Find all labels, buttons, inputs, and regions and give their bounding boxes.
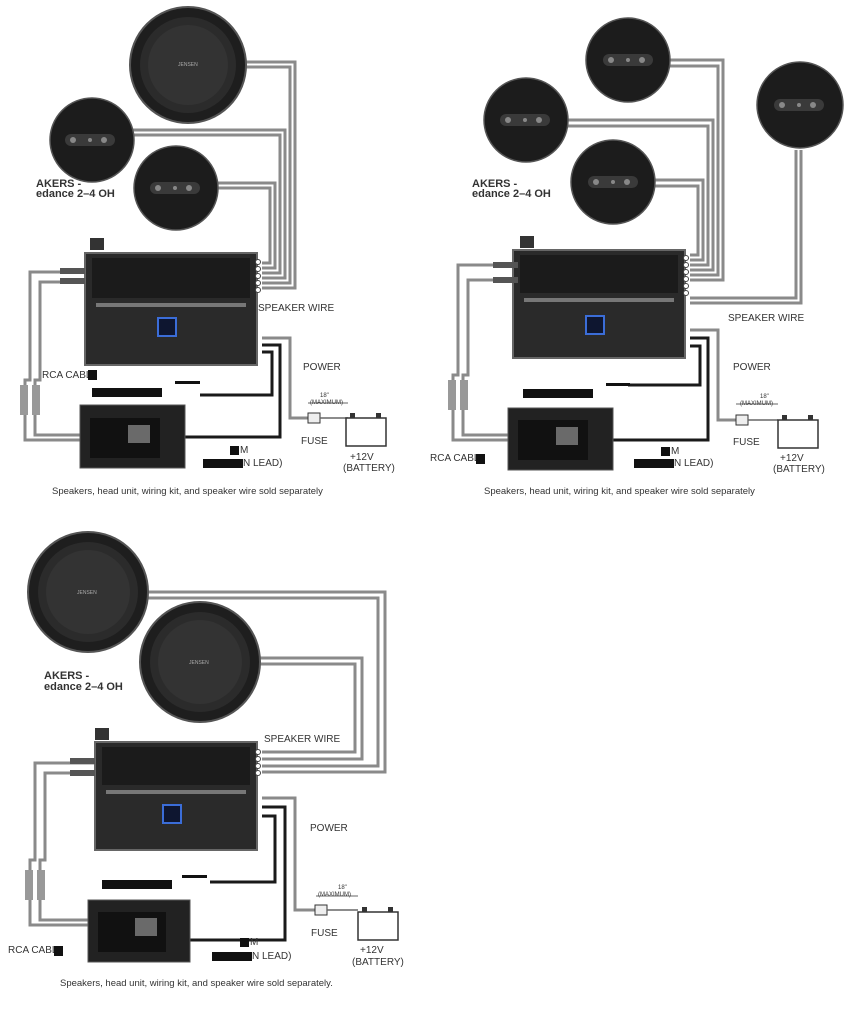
- max-length-3: 18": [338, 885, 347, 891]
- diagram-1-graphics: [20, 6, 387, 469]
- diagram-2-graphics: [448, 17, 844, 471]
- speaker-header-3: AKERS -: [44, 670, 90, 682]
- battery-voltage-2: +12V: [780, 453, 804, 464]
- wiring-diagram-1: AKERS - edance 2–4 OH JENSEN SPEAKER WIR…: [0, 0, 420, 505]
- diagram-3-graphics: [25, 531, 399, 963]
- battery-voltage-1: +12V: [350, 452, 374, 463]
- speaker-1c: [133, 145, 219, 231]
- head-unit-2: [507, 407, 614, 471]
- wiring-diagram-3: AKERS - edance 2–4 OH JENSEN JENSEN SPEA…: [0, 530, 420, 1014]
- amplifier-1: [84, 252, 261, 366]
- speaker-wire-label-3: SPEAKER WIRE: [264, 734, 341, 745]
- head-unit-1: [79, 404, 186, 469]
- redaction: [54, 946, 63, 956]
- amplifier-2: [512, 249, 689, 359]
- redaction: [606, 383, 630, 386]
- battery-label-2: (BATTERY): [773, 464, 825, 475]
- power-label-1: POWER: [303, 362, 341, 373]
- speaker-2b: [483, 77, 569, 163]
- speaker-wire-label-2: SPEAKER WIRE: [728, 313, 805, 324]
- redaction: [88, 370, 97, 380]
- redaction: [92, 388, 162, 397]
- speaker-2a: [585, 17, 671, 103]
- power-label-2: POWER: [733, 362, 771, 373]
- redaction: [230, 446, 239, 455]
- head-unit-3: [87, 899, 191, 963]
- speaker-1b: [49, 97, 135, 183]
- battery-label-1: (BATTERY): [343, 463, 395, 474]
- speaker-brand-3a: JENSEN: [77, 590, 97, 596]
- remote-label-bottom-1: N LEAD): [243, 458, 283, 469]
- redaction: [240, 938, 249, 947]
- subwoofer-3b: [139, 601, 261, 723]
- remote-label-top-2: M: [671, 446, 680, 457]
- speaker-brand-1: JENSEN: [178, 62, 198, 68]
- rca-cable-label-2: RCA CABL: [430, 453, 480, 464]
- max-label-1: (MAXIMUM): [310, 400, 343, 406]
- fuse-label-1: FUSE: [301, 436, 328, 447]
- rca-cable-label-3: RCA CABL: [8, 945, 58, 956]
- speaker-2c: [570, 139, 656, 225]
- remote-label-bottom-2: N LEAD): [674, 458, 714, 469]
- max-label-3: (MAXIMUM): [318, 892, 351, 898]
- battery-2: [777, 415, 819, 449]
- speaker-impedance-1: edance 2–4 OH: [36, 188, 115, 200]
- power-label-3: POWER: [310, 823, 348, 834]
- remote-label-bottom-3: N LEAD): [252, 951, 292, 962]
- speaker-brand-3b: JENSEN: [189, 660, 209, 666]
- redaction: [661, 447, 670, 456]
- redaction: [476, 454, 485, 464]
- caption-1: Speakers, head unit, wiring kit, and spe…: [52, 486, 323, 497]
- wiring-diagram-2: AKERS - edance 2–4 OH SPEAKER WIRE POWER…: [428, 0, 849, 505]
- battery-voltage-3: +12V: [360, 945, 384, 956]
- max-length-2: 18": [760, 394, 769, 400]
- fuse-3: [314, 904, 328, 916]
- rca-cable-label-1: RCA CABL: [42, 370, 92, 381]
- fuse-label-2: FUSE: [733, 437, 760, 448]
- remote-label-top-3: M: [250, 937, 259, 948]
- speaker-header-2: AKERS -: [472, 178, 518, 190]
- max-length-1: 18": [320, 393, 329, 399]
- amplifier-3: [94, 741, 261, 851]
- max-label-2: (MAXIMUM): [740, 401, 773, 407]
- remote-label-top-1: M: [240, 445, 249, 456]
- redaction: [203, 459, 243, 468]
- subwoofer-1: [129, 6, 247, 124]
- fuse-label-3: FUSE: [311, 928, 338, 939]
- redaction: [634, 459, 674, 468]
- speaker-impedance-3: edance 2–4 OH: [44, 681, 123, 693]
- redaction: [212, 952, 252, 961]
- redaction: [102, 880, 172, 889]
- speaker-wire-label-1: SPEAKER WIRE: [258, 303, 335, 314]
- caption-2: Speakers, head unit, wiring kit, and spe…: [484, 486, 755, 497]
- battery-3: [357, 907, 399, 941]
- battery-1: [345, 413, 387, 447]
- redaction: [175, 381, 200, 384]
- speaker-header-1: AKERS -: [36, 178, 82, 190]
- fuse-2: [735, 414, 749, 426]
- redaction: [523, 389, 593, 398]
- fuse-1: [307, 412, 321, 424]
- speaker-impedance-2: edance 2–4 OH: [472, 188, 551, 200]
- battery-label-3: (BATTERY): [352, 957, 404, 968]
- caption-3: Speakers, head unit, wiring kit, and spe…: [60, 978, 333, 989]
- subwoofer-3a: [27, 531, 149, 653]
- redaction: [182, 875, 207, 878]
- speaker-2d: [756, 61, 844, 149]
